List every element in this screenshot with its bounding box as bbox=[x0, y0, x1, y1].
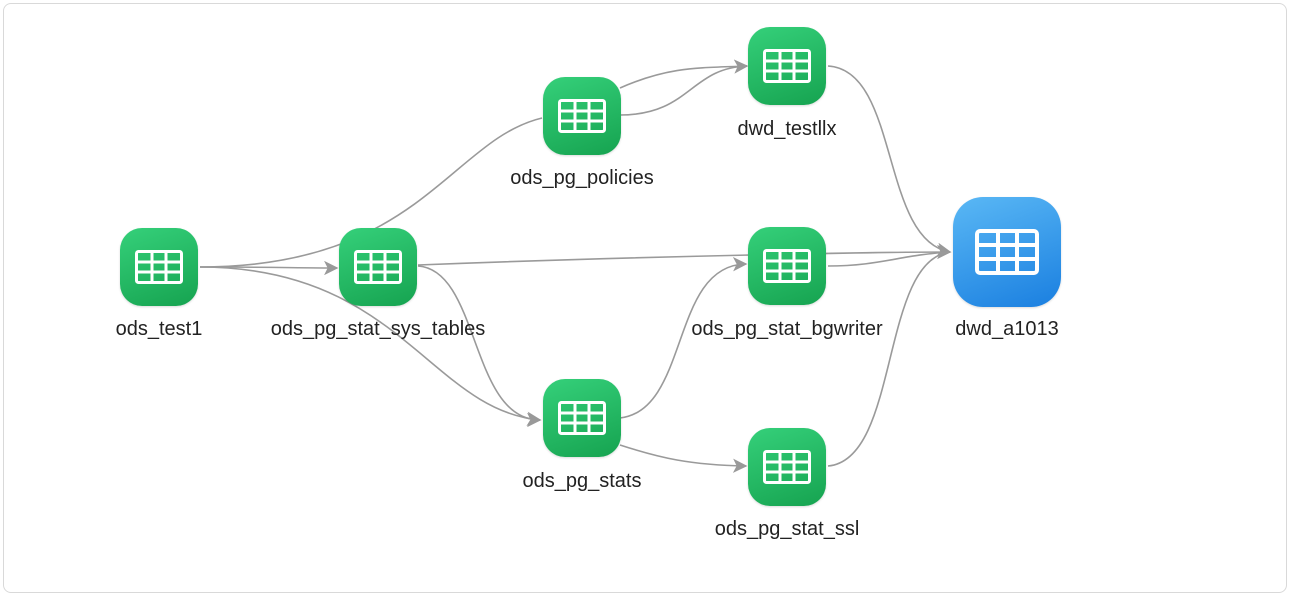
edge-testllx-to-a1013 bbox=[827, 65, 952, 257]
edge-sys-tables-to-a1013 bbox=[417, 244, 952, 266]
node-label-ods-pg-stat-bgwriter: ods_pg_stat_bgwriter bbox=[691, 318, 883, 340]
edge-bgwriter-to-a1013 bbox=[827, 251, 951, 267]
node-ods-pg-stats[interactable] bbox=[543, 379, 621, 457]
lineage-canvas bbox=[3, 3, 1287, 593]
node-dwd-a1013[interactable] bbox=[953, 197, 1061, 307]
table-icon bbox=[558, 99, 606, 133]
edge-policies-to-testllx-1 bbox=[619, 59, 749, 89]
node-label-ods-test1: ods_test1 bbox=[115, 318, 203, 340]
node-ods-pg-stat-bgwriter[interactable] bbox=[748, 227, 826, 305]
edge-test1-to-policies bbox=[199, 117, 543, 268]
table-icon bbox=[763, 249, 811, 283]
table-icon bbox=[354, 250, 402, 284]
node-label-ods-pg-stat-ssl: ods_pg_stat_ssl bbox=[714, 518, 860, 540]
node-dwd-testllx[interactable] bbox=[748, 27, 826, 105]
edge-stats-to-ssl bbox=[619, 444, 748, 473]
node-ods-test1[interactable] bbox=[120, 228, 198, 306]
node-label-ods-pg-stats: ods_pg_stats bbox=[522, 470, 642, 492]
edge-stats-to-bgwriter bbox=[619, 256, 748, 419]
table-icon bbox=[763, 450, 811, 484]
edge-ssl-to-a1013 bbox=[827, 251, 951, 467]
table-icon bbox=[763, 49, 811, 83]
node-ods-pg-stat-ssl[interactable] bbox=[748, 428, 826, 506]
table-icon bbox=[558, 401, 606, 435]
node-label-ods-pg-policies: ods_pg_policies bbox=[510, 167, 654, 189]
table-icon bbox=[135, 250, 183, 284]
node-label-ods-pg-stat-sys-tables: ods_pg_stat_sys_tables bbox=[270, 318, 486, 340]
edge-policies-to-testllx-2 bbox=[619, 65, 748, 116]
node-label-dwd-testllx: dwd_testllx bbox=[737, 118, 837, 140]
node-ods-pg-policies[interactable] bbox=[543, 77, 621, 155]
table-icon bbox=[975, 229, 1039, 275]
node-label-dwd-a1013: dwd_a1013 bbox=[955, 318, 1059, 340]
node-ods-pg-stat-sys-tables[interactable] bbox=[339, 228, 417, 306]
edge-sys-tables-to-stats bbox=[417, 265, 542, 428]
edge-test1-to-stats bbox=[199, 266, 542, 426]
